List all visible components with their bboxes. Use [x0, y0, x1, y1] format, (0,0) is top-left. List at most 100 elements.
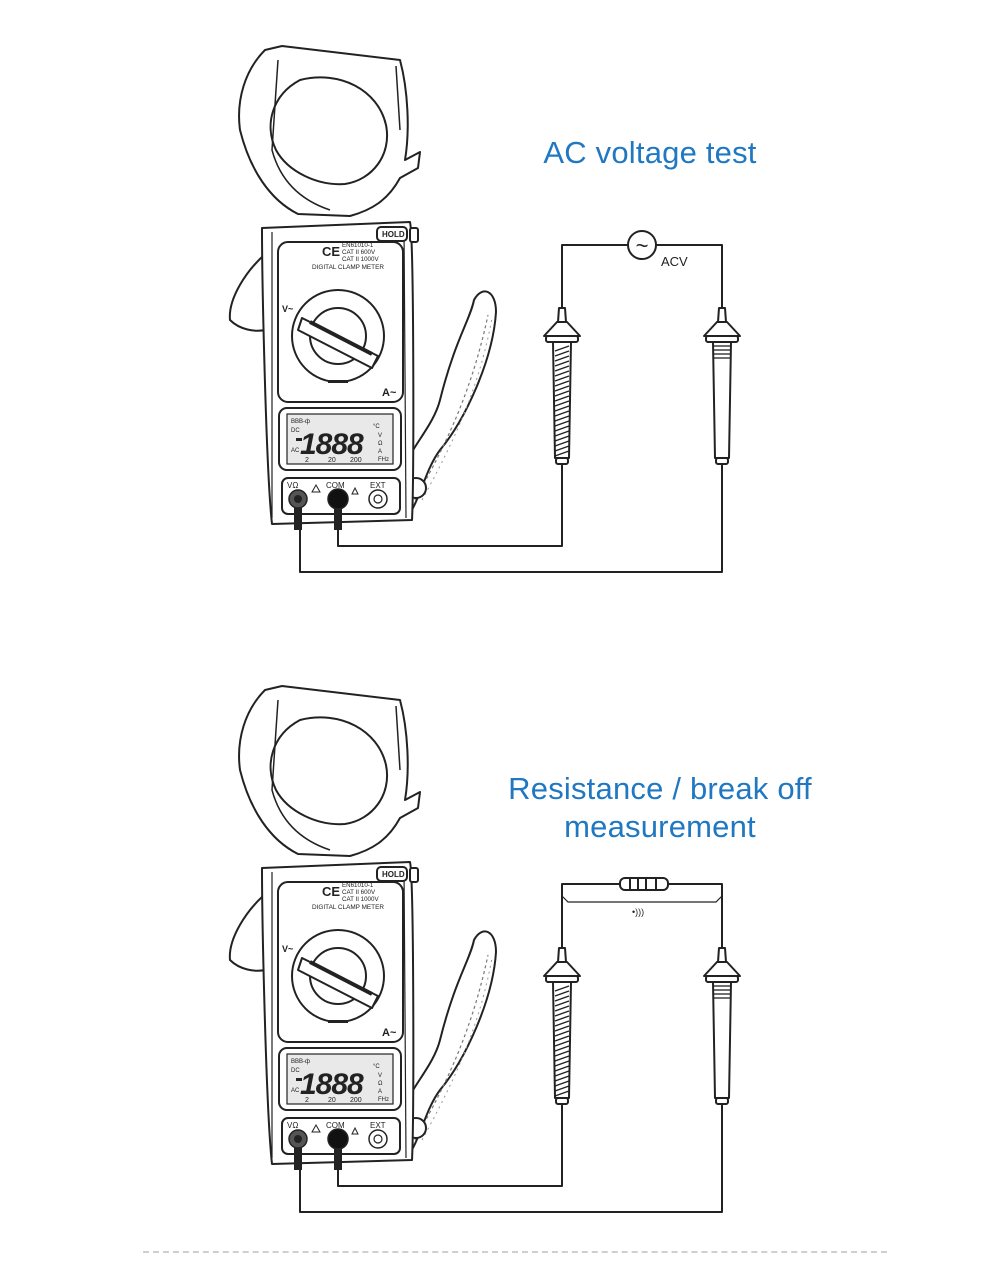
hold-button-side: [409, 227, 419, 243]
source-wire-right: [655, 244, 723, 283]
standard-label: EN61010-1: [342, 882, 374, 889]
black-probe-grip-line: [554, 400, 570, 407]
dial-voltage-label: V~: [282, 304, 293, 314]
title-line: measurement: [564, 809, 756, 844]
black-probe-grip-line: [554, 1045, 570, 1052]
red-probe-tip-base: [717, 947, 727, 963]
black-probe-grip-line: [554, 1035, 570, 1042]
black-probe-grip-line: [554, 1090, 570, 1097]
black-probe-grip-line: [554, 1055, 570, 1062]
hold-button-side: [409, 867, 419, 883]
lcd-annunciator: ВВВ-ф: [291, 1059, 310, 1065]
standard-label: CAT II 1000V: [342, 256, 379, 263]
lcd-reading: 1888: [300, 1068, 364, 1101]
dial-pointer: [309, 960, 373, 996]
trigger-lever: [228, 249, 271, 332]
strap-stitching: [411, 314, 489, 506]
lcd-minus: [296, 1078, 302, 1081]
black-probe-grip-line: [554, 1015, 570, 1022]
black-probe-grip-line: [554, 405, 570, 412]
lcd-unit: V: [378, 433, 382, 439]
black-probe-grip-line: [554, 1025, 570, 1032]
black-test-lead: [337, 1103, 563, 1187]
black-probe-grip-line: [554, 365, 570, 372]
lcd-minus: [296, 438, 302, 441]
dial-current-label: A~: [382, 1027, 397, 1039]
test-circuit: •))): [299, 877, 741, 1213]
black-probe-grip-line: [554, 1070, 570, 1077]
wrist-strap: [397, 290, 497, 521]
lcd-scale: 2: [305, 457, 309, 464]
black-probe-grip-line: [554, 410, 570, 417]
resistor-icon: [619, 877, 669, 891]
jack-label-common: COM: [326, 1121, 345, 1130]
lcd-screen: [286, 1053, 394, 1105]
lcd-scale: 20: [328, 1097, 336, 1104]
ac-source-icon: [627, 230, 657, 260]
jaw-edge: [271, 59, 331, 211]
ce-mark: CE: [322, 884, 340, 899]
black-probe-grip-line: [554, 1060, 570, 1067]
black-probe-tip-base: [557, 947, 567, 963]
lcd-unit: Ω: [378, 441, 383, 447]
jack-voltage-hole: [294, 495, 302, 503]
red-probe-flange: [703, 321, 741, 337]
jack-voltage-hole: [294, 1135, 302, 1143]
continuity-symbol: •))): [632, 907, 644, 917]
black-probe-grip-line: [554, 450, 570, 457]
dial-pointer: [309, 320, 373, 356]
trigger-lever: [228, 889, 271, 972]
red-test-lead: [299, 1103, 723, 1213]
ac-symbol: ~: [636, 233, 649, 258]
dial-current-label: A~: [382, 387, 397, 399]
lcd-unit: FHz: [378, 1097, 389, 1103]
black-probe-grip-line: [554, 370, 570, 377]
lcd-unit: °C: [373, 1064, 380, 1070]
lcd-mode-label: DC: [291, 1068, 300, 1074]
jack-common: [327, 1128, 349, 1150]
black-probe-grip-line: [554, 995, 570, 1002]
lcd-mode-label: DC: [291, 428, 300, 434]
red-probe-handle: [712, 981, 732, 1099]
black-probe-grip-line: [554, 1030, 570, 1037]
standard-label: CAT II 1000V: [342, 896, 379, 903]
warning-icon: [351, 486, 359, 495]
red-probe-flange: [703, 961, 741, 977]
resistance-measurement-title: Resistance / break off measurement: [460, 770, 860, 846]
jack-label-voltage: VΩ: [287, 481, 298, 490]
jaw-edge: [395, 65, 401, 131]
lcd-scale: 200: [350, 457, 362, 464]
black-probe-grip-line: [554, 435, 570, 442]
black-probe-grip-line: [554, 985, 570, 992]
lcd-reading: 1888: [300, 428, 364, 461]
model-name: DIGITAL CLAMP METER: [312, 264, 384, 271]
black-probe-grip-line: [554, 375, 570, 382]
black-probe-flange: [543, 321, 581, 337]
black-probe-grip-line: [554, 390, 570, 397]
black-probe-grip-line: [554, 385, 570, 392]
lcd-unit: V: [378, 1073, 382, 1079]
black-probe-grip-line: [554, 420, 570, 427]
red-test-lead: [299, 463, 723, 573]
ce-mark: CE: [322, 244, 340, 259]
lcd-mode-label: AC: [291, 448, 300, 454]
black-probe-grip-line: [554, 1040, 570, 1047]
jack-external-hole: [373, 494, 383, 504]
black-probe-grip-line: [554, 350, 570, 357]
lcd-scale: 2: [305, 1097, 309, 1104]
warning-icon: [311, 1123, 321, 1133]
black-probe-grip-line: [554, 1020, 570, 1027]
black-probe-grip-line: [554, 1085, 570, 1092]
ac-voltage-test-title: AC voltage test: [490, 133, 810, 173]
jack-common: [327, 488, 349, 510]
lcd-scale: 200: [350, 1097, 362, 1104]
jaw-edge: [395, 705, 401, 771]
warning-icon: [351, 1126, 359, 1135]
jaw-edge: [271, 699, 331, 851]
black-lead-plug: [334, 508, 342, 530]
hold-label: HOLD: [382, 870, 405, 879]
strap-stitching: [411, 954, 489, 1146]
